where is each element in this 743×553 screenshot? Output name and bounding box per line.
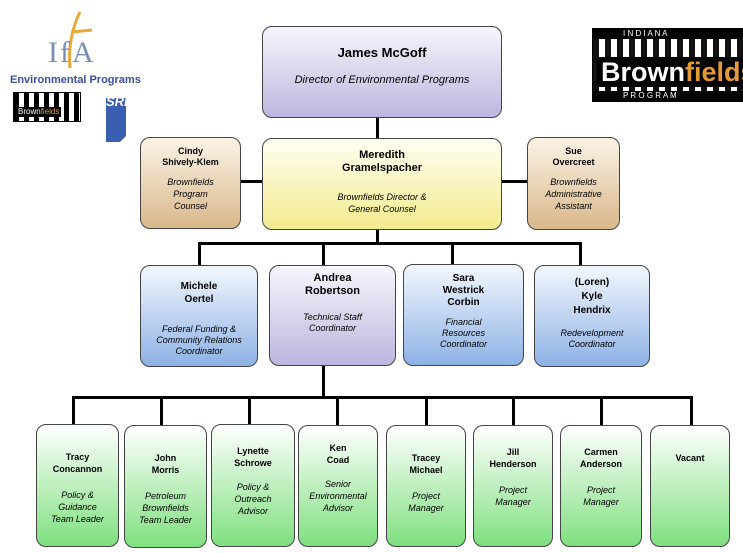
srf-text: SRF — [106, 94, 132, 109]
staff-title: Project Manager — [495, 485, 531, 507]
brownfields-band: Brownfields — [597, 57, 743, 87]
staff-box-2: John Morris Petroleum Brownfields Team L… — [124, 425, 207, 548]
coordinator-title: Financial Resources Coordinator — [439, 317, 488, 349]
brownfields-director-box: Meredith Gramelspacher Brownfields Direc… — [262, 138, 502, 230]
srf-logo: SRF — [92, 90, 140, 150]
coordinator-title: Federal Funding & Community Relations Co… — [156, 324, 242, 356]
counsel-box: Cindy Shively-Klem Brownfields Program C… — [140, 137, 241, 229]
counsel-title: Brownfields Program Counsel — [167, 177, 214, 211]
counsel-name: Cindy Shively-Klem — [162, 146, 219, 167]
director-box: James McGoff Director of Environmental P… — [262, 26, 502, 118]
director-name: James McGoff — [337, 45, 427, 60]
big-fields-text: fields — [685, 57, 743, 87]
big-brown-text: Brown — [601, 57, 685, 87]
connector-top-vertical — [376, 118, 379, 140]
connector-staff-2 — [160, 396, 163, 426]
staff-title: Policy & Guidance Team Leader — [51, 490, 104, 524]
connector-staff-3 — [248, 396, 251, 426]
coordinator-name: Andrea Robertson — [305, 272, 360, 297]
connector-coord-3 — [451, 242, 454, 267]
connector-staff-4 — [336, 396, 339, 426]
admin-assistant-title: Brownfields Administrative Assistant — [545, 177, 602, 211]
staff-box-1: Tracy Concannon Policy & Guidance Team L… — [36, 424, 119, 547]
staff-title: Project Manager — [408, 491, 444, 513]
staff-title: Project Manager — [583, 485, 619, 507]
admin-assistant-box: Sue Overcreet Brownfields Administrative… — [527, 137, 620, 230]
staff-name: John Morris — [151, 453, 180, 475]
coordinator-title: Redevelopment Coordinator — [560, 328, 624, 349]
ifa-caption: Environmental Programs — [10, 74, 141, 86]
brownfields-director-title: Brownfields Director & General Counsel — [337, 192, 427, 214]
staff-box-4: Ken Coad Senior Environmental Advisor — [298, 425, 378, 547]
staff-title: Senior Environmental Advisor — [309, 479, 367, 513]
connector-right-side — [500, 180, 528, 183]
connector-left-side — [241, 180, 265, 183]
small-brownfields-logo: Brownfields — [13, 92, 81, 122]
connector-staff-5 — [425, 396, 428, 426]
staff-box-3: Lynette Schrowe Policy & Outreach Adviso… — [211, 424, 295, 547]
small-fields-text: fields — [40, 107, 60, 116]
connector-coord-2 — [322, 242, 325, 267]
staff-box-6: Jill Henderson Project Manager — [473, 425, 553, 547]
staff-title: Policy & Outreach Advisor — [234, 482, 272, 516]
connector-andrea-vertical — [322, 365, 325, 398]
staff-box-5: Tracey Michael Project Manager — [386, 425, 466, 547]
indiana-brownfields-logo: I N D I A N A Brownfields P R O G R A M — [592, 28, 743, 102]
connector-coord-1 — [198, 242, 201, 267]
ifa-letters: IfA — [48, 36, 96, 69]
coordinator-name: Michele Oertel — [180, 281, 218, 305]
connector-coord-4 — [579, 242, 582, 267]
program-text: P R O G R A M — [623, 91, 677, 100]
connector-director-vertical — [376, 228, 379, 244]
coordinator-box-2: Andrea Robertson Technical Staff Coordin… — [269, 265, 396, 366]
brownfields-director-name: Meredith Gramelspacher — [341, 149, 423, 174]
small-brown-text: Brown — [18, 107, 41, 116]
connector-staff-6 — [512, 396, 515, 426]
connector-staff-bar — [72, 396, 693, 399]
coordinator-title: Technical Staff Coordinator — [303, 312, 362, 333]
indiana-state-icon — [106, 98, 126, 142]
staff-title: Petroleum Brownfields Team Leader — [139, 491, 192, 525]
staff-name: Tracey Michael — [409, 453, 443, 475]
coordinator-box-3: Sara Westrick Corbin Financial Resources… — [403, 264, 524, 366]
staff-box-7: Carmen Anderson Project Manager — [560, 425, 642, 547]
staff-box-8: Vacant — [650, 425, 730, 547]
coordinator-name: (Loren) Kyle Hendrix — [573, 277, 611, 316]
staff-name: Tracy Concannon — [52, 452, 103, 474]
staff-name: Jill Henderson — [489, 447, 537, 469]
indiana-text: I N D I A N A — [623, 29, 668, 38]
staff-name: Ken Coad — [326, 443, 350, 465]
coordinator-name: Sara Westrick Corbin — [442, 273, 485, 308]
connector-staff-7 — [600, 396, 603, 426]
ifa-mark-icon — [68, 11, 93, 69]
coordinator-box-1: Michele Oertel Federal Funding & Communi… — [140, 265, 258, 367]
staff-name: Carmen Anderson — [579, 447, 622, 469]
program-bar — [593, 91, 743, 101]
connector-coordinators-bar — [198, 242, 582, 245]
director-title: Director of Environmental Programs — [294, 74, 470, 86]
admin-assistant-name: Sue Overcreet — [552, 146, 595, 167]
connector-staff-8 — [690, 396, 693, 426]
staff-name: Lynette Schrowe — [234, 446, 272, 468]
coordinator-box-4: (Loren) Kyle Hendrix Redevelopment Coord… — [534, 265, 650, 367]
ifa-logo: IfA Environmental Programs — [10, 8, 145, 88]
connector-staff-1 — [72, 396, 75, 426]
staff-name: Vacant — [675, 453, 705, 463]
indiana-bar — [593, 29, 743, 39]
